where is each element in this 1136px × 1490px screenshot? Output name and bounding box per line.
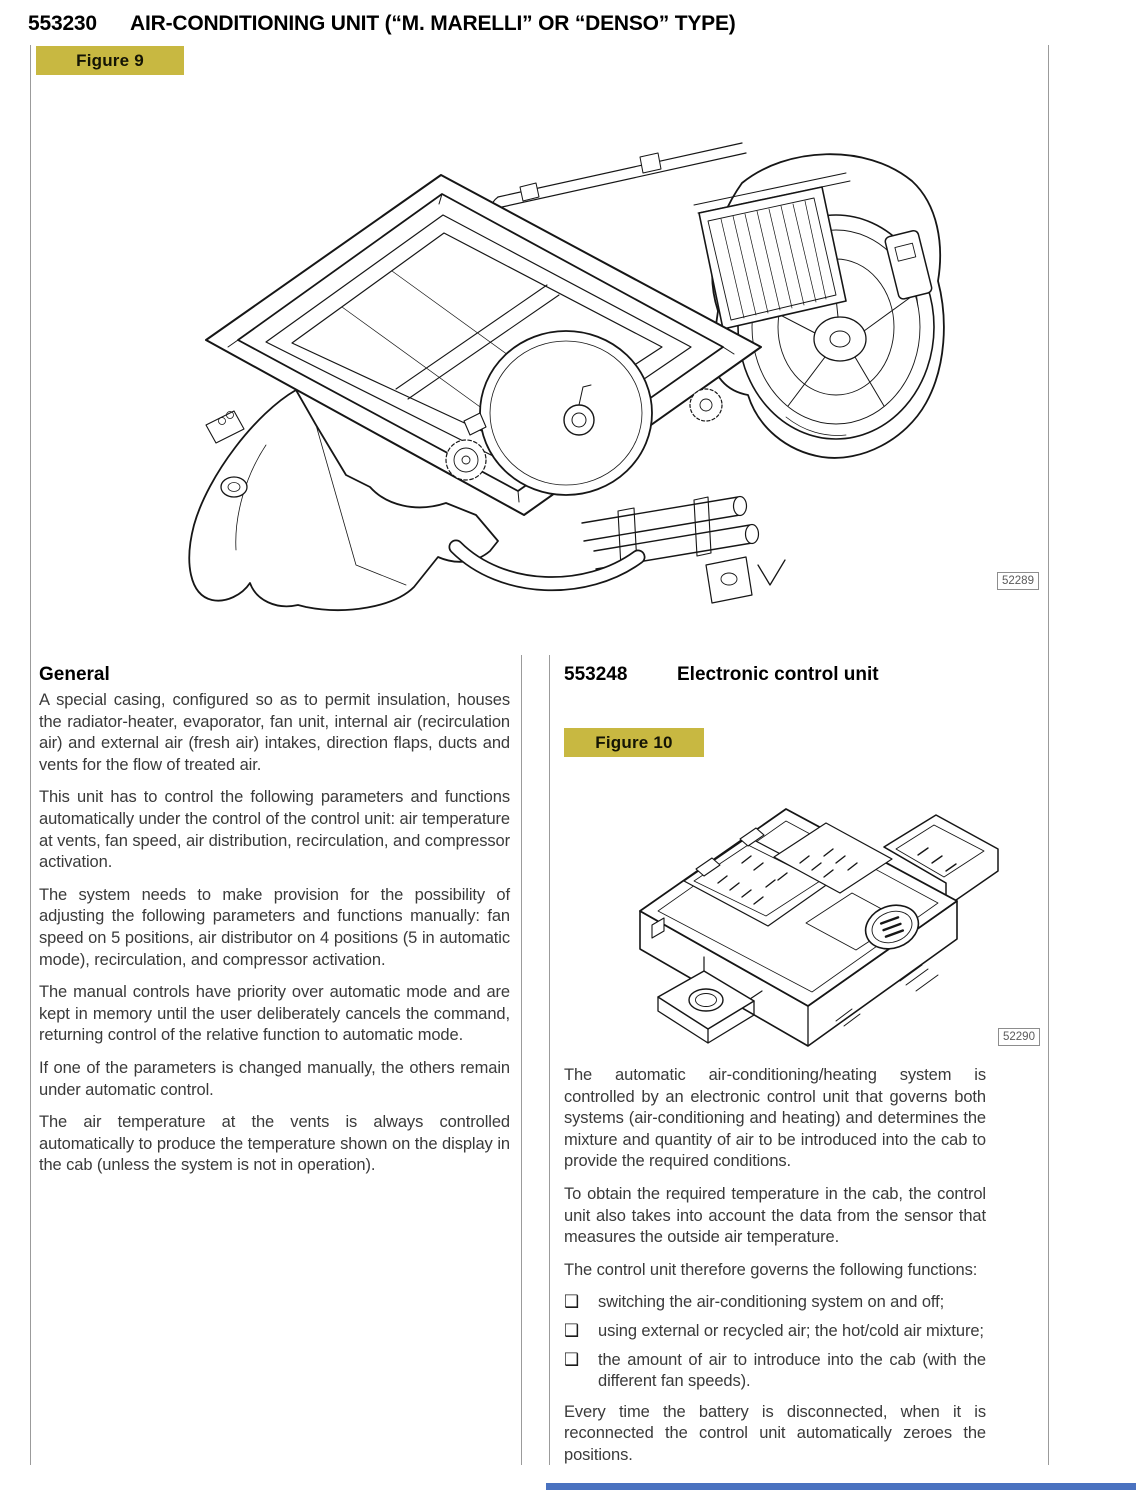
figure10-area: 52290 <box>564 757 1040 1051</box>
content-frame: Figure 9 <box>30 45 1049 1465</box>
page-title-text: AIR-CONDITIONING UNIT (“M. MARELLI” OR “… <box>130 12 736 35</box>
columns-region: General A special casing, configured so … <box>31 655 1048 1465</box>
ecu-section: 553248 Electronic control unit Figure 10 <box>549 655 1048 1465</box>
ecu-paragraph-1: The automatic air-conditioning/heating s… <box>564 1066 986 1171</box>
ecu-function-list: ❑ switching the air-conditioning system … <box>564 1292 986 1392</box>
checkbox-bullet-icon: ❑ <box>564 1292 580 1313</box>
figure10-drawing <box>639 808 999 1047</box>
figure10-ref-badge: 52290 <box>998 1028 1040 1046</box>
figure9-drawing <box>188 142 945 611</box>
general-paragraph-5: If one of the parameters is changed manu… <box>39 1058 510 1099</box>
checkbox-bullet-icon: ❑ <box>564 1320 580 1341</box>
figure9-ref-badge: 52289 <box>997 572 1039 590</box>
figure9-label: Figure 9 <box>36 46 184 75</box>
page-title: 553230 AIR-CONDITIONING UNIT (“M. MARELL… <box>28 12 736 36</box>
footer-accent-bar <box>546 1483 1136 1490</box>
list-item-text: the amount of air to introduce into the … <box>598 1350 986 1391</box>
general-paragraph-6: The air temperature at the vents is alwa… <box>39 1113 510 1175</box>
figure10-label: Figure 10 <box>564 728 704 757</box>
list-item: ❑ the amount of air to introduce into th… <box>564 1350 986 1393</box>
ecu-section-code: 553248 <box>564 664 628 685</box>
column-divider-gap <box>522 655 549 1465</box>
general-paragraph-1: A special casing, configured so as to pe… <box>39 691 510 774</box>
figure10-label-text: Figure 10 <box>595 732 673 752</box>
section-code: 553230 <box>28 12 97 35</box>
general-paragraph-2: This unit has to control the following p… <box>39 788 510 872</box>
list-item: ❑ switching the air-conditioning system … <box>564 1292 986 1314</box>
list-item: ❑ using external or recycled air; the ho… <box>564 1321 986 1343</box>
ecu-heading-text: Electronic control unit <box>677 664 879 685</box>
list-item-text: using external or recycled air; the hot/… <box>598 1321 984 1340</box>
list-item-text: switching the air-conditioning system on… <box>598 1293 945 1312</box>
general-section: General A special casing, configured so … <box>31 655 522 1465</box>
checkbox-bullet-icon: ❑ <box>564 1349 580 1370</box>
general-paragraph-3: The system needs to make provision for t… <box>39 885 510 969</box>
general-heading: General <box>39 664 110 685</box>
ecu-heading: 553248 Electronic control unit <box>564 663 986 686</box>
figure10-ref-text: 52290 <box>1003 1031 1035 1043</box>
general-paragraph-4: The manual controls have priority over a… <box>39 983 510 1045</box>
figure9-label-text: Figure 9 <box>76 50 144 70</box>
ecu-closing-paragraph: Every time the battery is disconnected, … <box>564 1402 986 1464</box>
figure9-ref-text: 52289 <box>1002 575 1034 587</box>
ecu-paragraph-2: To obtain the required temperature in th… <box>564 1184 986 1247</box>
ecu-paragraph-3: The control unit therefore governs the f… <box>564 1260 978 1279</box>
